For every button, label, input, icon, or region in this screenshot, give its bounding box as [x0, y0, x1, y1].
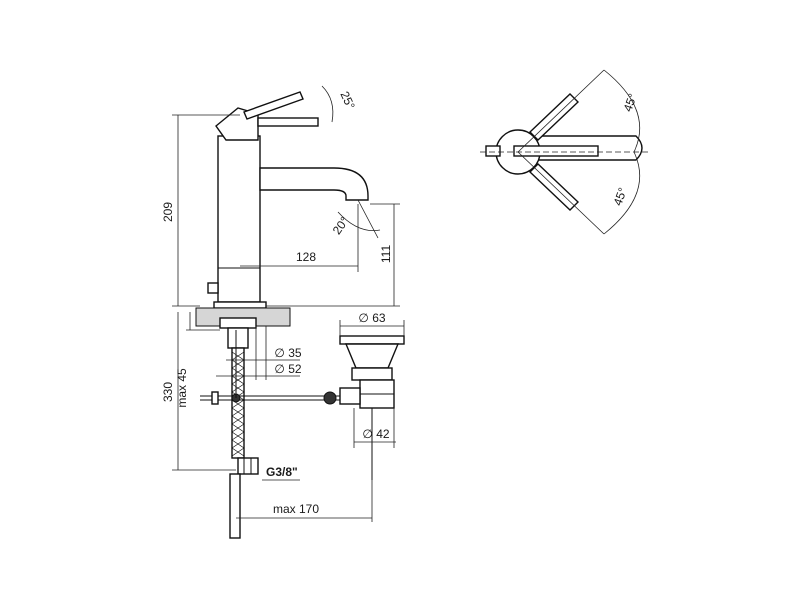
top-handle-center: [513, 145, 599, 157]
dim-111-label: 111: [379, 245, 393, 264]
waste-flange: [339, 335, 405, 345]
dimensions: 209 330 max 45 128 111 20° 25° ∅ 63 ∅ 35: [161, 85, 405, 522]
dim-209-label: 209: [161, 202, 175, 222]
dim-35-label: ∅ 35: [274, 346, 301, 360]
dim-42-label: ∅ 42: [362, 427, 389, 441]
linkage-ball: [323, 391, 337, 405]
angle-20-arc: [337, 211, 381, 231]
dim-63-label: ∅ 63: [358, 311, 385, 325]
base-flange: [213, 301, 267, 309]
dim-52-label: ∅ 52: [274, 362, 301, 376]
angle-25-arc: [321, 85, 334, 123]
lever-horizontal: [257, 117, 319, 127]
threaded-shank: [227, 327, 249, 349]
top-angle-upper-label: 45°: [621, 92, 640, 114]
top-handle-down: [528, 163, 580, 211]
faucet-body: [217, 135, 261, 303]
angle-20-ray: [357, 199, 379, 239]
hose-nut: [237, 457, 259, 475]
top-view: 45° 45°: [480, 69, 650, 235]
lever-raised: [243, 91, 304, 120]
popup-rod: [207, 282, 219, 294]
dim-128-label: 128: [296, 250, 316, 264]
dim-330-label: 330: [161, 382, 175, 402]
top-handle-up: [528, 93, 580, 141]
waste-valve: [339, 335, 405, 480]
waste-cone: [344, 343, 400, 369]
dim-max45-label: max 45: [175, 368, 189, 408]
dim-170-label: max 170: [273, 502, 319, 516]
waste-nut: [351, 367, 393, 381]
waste-side-port: [339, 387, 361, 405]
hose-tail: [229, 473, 241, 539]
angle-20-label: 20°: [330, 214, 352, 237]
flex-hose: [229, 347, 259, 539]
spout: [259, 167, 369, 201]
top-popup: [485, 145, 501, 157]
side-view: [195, 91, 369, 539]
top-arc-upper: [603, 69, 641, 153]
top-ray-lower: [517, 151, 605, 235]
linkage-clip: [211, 391, 219, 405]
fixing-nut: [219, 317, 257, 329]
top-arc-lower: [603, 151, 641, 235]
top-ray-upper: [517, 69, 605, 153]
top-angle-lower-label: 45°: [611, 186, 630, 208]
angle-25-label: 25°: [337, 89, 357, 112]
connection-label: G3/8": [266, 465, 298, 479]
